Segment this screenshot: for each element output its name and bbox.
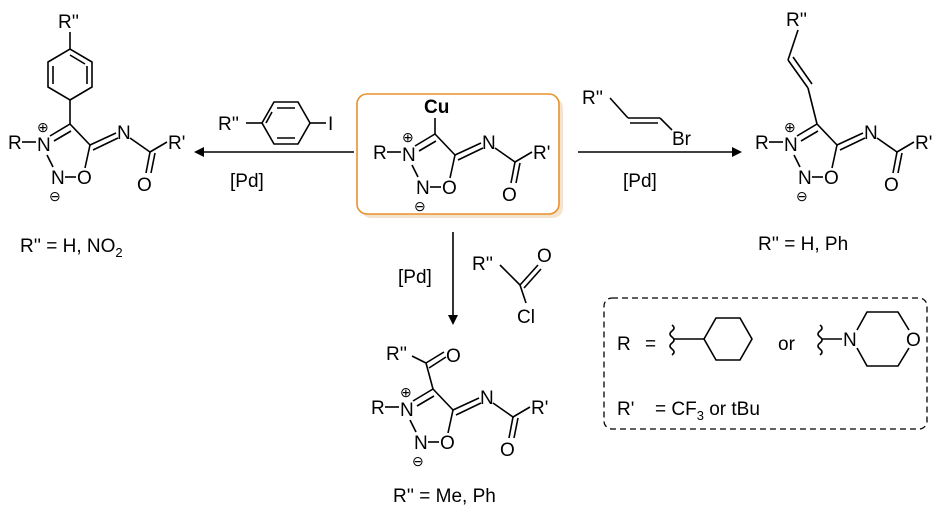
label: or tBu bbox=[704, 399, 760, 420]
label: [Pd] bbox=[398, 267, 432, 288]
starting-material: Cu bbox=[356, 93, 563, 218]
caption-left: R'' = H, NO2 bbox=[20, 236, 123, 260]
label: [Pd] bbox=[623, 171, 657, 192]
bond-line bbox=[7, 118, 187, 205]
label: O bbox=[446, 346, 461, 367]
arrow-down: [Pd] R'' O Cl bbox=[398, 232, 552, 328]
bond-line bbox=[47, 48, 93, 101]
bond-line bbox=[519, 284, 527, 304]
label: 3 bbox=[697, 408, 704, 423]
label: [Pd] bbox=[230, 171, 264, 192]
bond-line bbox=[754, 118, 934, 205]
bond-line bbox=[807, 87, 818, 125]
bond-line bbox=[659, 117, 673, 131]
caption-bottom: R'' = Me, Ph bbox=[393, 486, 496, 507]
label: R'' = H, NO bbox=[20, 236, 115, 257]
label: R'' bbox=[582, 88, 603, 109]
label: I bbox=[328, 114, 333, 135]
label: O bbox=[906, 330, 921, 351]
bond-line bbox=[856, 347, 910, 367]
bond-line bbox=[499, 264, 521, 286]
label: 2 bbox=[115, 245, 122, 260]
label: O bbox=[537, 246, 552, 267]
bond-line bbox=[523, 268, 542, 289]
aryl-product: R'' R'' = H, NO2 bbox=[7, 12, 187, 260]
bond-line bbox=[425, 362, 434, 390]
label: Br bbox=[672, 129, 692, 150]
bond-line bbox=[428, 356, 447, 369]
label: R'' bbox=[218, 114, 239, 135]
bond-line bbox=[69, 54, 86, 65]
bond-line bbox=[817, 324, 823, 356]
bond-line bbox=[194, 147, 204, 157]
vinyl-product: R'' R'' = H, Ph bbox=[754, 10, 934, 255]
bond-line bbox=[425, 351, 445, 364]
bond-line bbox=[7, 118, 187, 205]
bond-line bbox=[732, 147, 742, 157]
bond-line bbox=[448, 315, 458, 325]
arrow-right: [Pd] R'' Br bbox=[578, 88, 742, 192]
label: or bbox=[778, 334, 796, 355]
label: N bbox=[843, 330, 857, 351]
bond-line bbox=[370, 383, 550, 470]
copper-label: Cu bbox=[424, 97, 449, 118]
label: R'' bbox=[786, 10, 807, 31]
bond-line bbox=[519, 264, 539, 286]
bond-line bbox=[411, 355, 427, 364]
bond-line bbox=[792, 56, 813, 85]
bond-line bbox=[669, 324, 675, 356]
bond-line bbox=[787, 29, 799, 61]
arrow-left: [Pd] R'' I bbox=[194, 101, 354, 192]
substituent-legend: R = or N O R' = CF3 or tBu bbox=[603, 297, 928, 430]
label: R'' bbox=[58, 12, 79, 33]
bond-line bbox=[787, 59, 809, 89]
label: = CF3 or tBu bbox=[655, 399, 760, 423]
bond-line bbox=[754, 118, 934, 205]
label: R'' bbox=[472, 254, 493, 275]
label: R'' bbox=[386, 344, 407, 365]
bond-line bbox=[265, 111, 273, 124]
label: = CF bbox=[655, 399, 697, 420]
bond-line bbox=[603, 297, 928, 430]
acyl-product: O R'' R'' = Me, Ph bbox=[370, 344, 550, 507]
bond-line bbox=[370, 383, 550, 470]
bond-line bbox=[856, 311, 910, 331]
label: R bbox=[617, 334, 631, 355]
label: = bbox=[645, 334, 656, 355]
bond-line bbox=[703, 317, 753, 361]
label: Cl bbox=[517, 307, 535, 328]
label: R' bbox=[617, 399, 634, 420]
caption-right: R'' = H, Ph bbox=[758, 234, 848, 255]
bond-line bbox=[609, 97, 629, 119]
